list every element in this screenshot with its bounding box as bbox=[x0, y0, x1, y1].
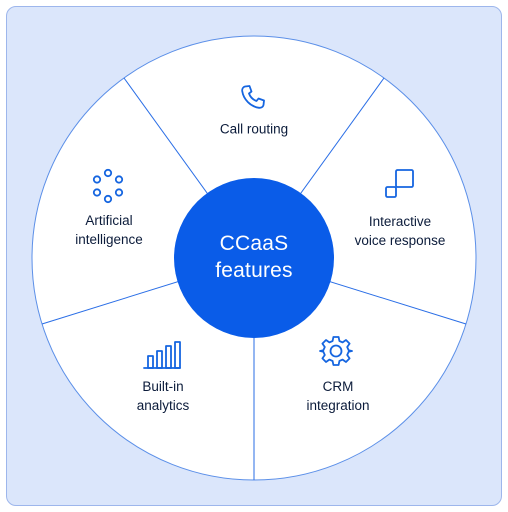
gear-icon bbox=[319, 336, 353, 366]
segment-label-analytics: Built-in analytics bbox=[136, 379, 190, 413]
segment-label-ivr: Interactive voice response bbox=[354, 214, 446, 248]
ai-dots-icon bbox=[92, 168, 124, 204]
bar-chart-icon bbox=[143, 341, 181, 369]
segment-label-crm: CRM integration bbox=[306, 379, 370, 413]
center-title: CCaaS features bbox=[215, 232, 293, 282]
ivr-icon bbox=[385, 169, 414, 198]
phone-icon bbox=[241, 85, 265, 109]
segment-label-ai: Artificial intelligence bbox=[75, 213, 143, 247]
segment-label-call-routing: Call routing bbox=[219, 121, 289, 137]
center-circle bbox=[174, 178, 334, 338]
